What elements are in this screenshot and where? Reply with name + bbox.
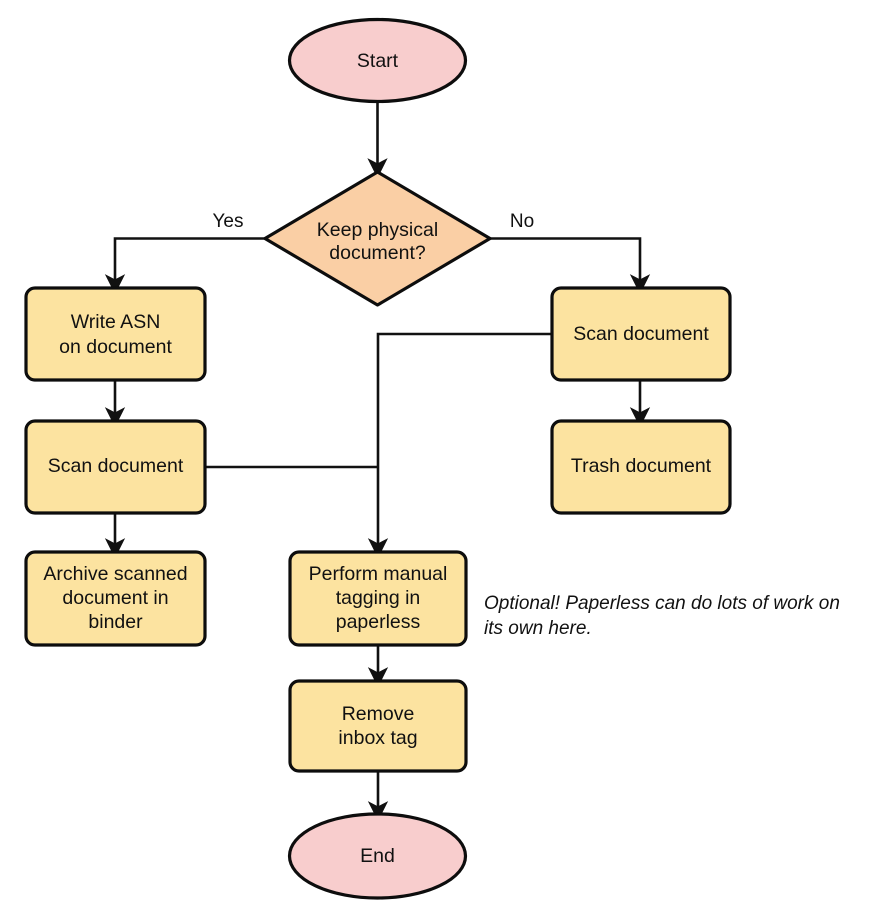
manual-tagging-label-line3: paperless bbox=[336, 611, 421, 633]
edge-label-yes: Yes bbox=[213, 211, 244, 232]
archive-label-line3: binder bbox=[88, 611, 143, 633]
trash-document-label: Trash document bbox=[571, 455, 712, 477]
scan-document-right-label: Scan document bbox=[573, 323, 709, 345]
scan-document-left-box-shape bbox=[24, 419, 207, 515]
node-write-asn-on-document[interactable]: Write ASN on document bbox=[24, 286, 207, 382]
manual-tagging-label-line1: Perform manual bbox=[309, 563, 448, 585]
node-trash-document[interactable]: Trash document bbox=[550, 419, 732, 515]
scan-document-left-label: Scan document bbox=[48, 455, 184, 477]
end-ellipse-shape bbox=[287, 812, 468, 900]
edge-label-no: No bbox=[510, 211, 534, 232]
write-asn-label-line2: on document bbox=[59, 336, 172, 358]
node-remove-inbox-tag[interactable]: Remove inbox tag bbox=[288, 679, 468, 773]
node-start[interactable]: Start bbox=[287, 17, 468, 104]
node-archive-scanned-document-in-binder[interactable]: Archive scanned document in binder bbox=[24, 550, 207, 647]
manual-tagging-box-shape bbox=[288, 550, 468, 647]
archive-box-shape bbox=[24, 550, 207, 647]
node-end[interactable]: End bbox=[287, 812, 468, 900]
node-scan-document-left[interactable]: Scan document bbox=[24, 419, 207, 515]
node-decision-keep-physical-document[interactable]: Keep physical document? bbox=[263, 170, 492, 307]
archive-label-line2: document in bbox=[62, 587, 168, 609]
start-label: Start bbox=[357, 50, 399, 72]
remove-inbox-tag-label-line2: inbox tag bbox=[338, 727, 417, 749]
note-optional-line2: its own here. bbox=[484, 618, 592, 639]
manual-tagging-label-line2: tagging in bbox=[336, 587, 421, 609]
node-perform-manual-tagging[interactable]: Perform manual tagging in paperless bbox=[288, 550, 468, 647]
edge-scan-right-to-manual-tagging bbox=[367, 332, 552, 559]
write-asn-label-line1: Write ASN bbox=[71, 311, 161, 333]
start-ellipse-shape bbox=[287, 17, 468, 104]
decision-label-line1: Keep physical bbox=[317, 219, 438, 241]
remove-inbox-tag-box-shape bbox=[288, 679, 468, 773]
remove-inbox-tag-label-line1: Remove bbox=[342, 703, 415, 725]
node-scan-document-right[interactable]: Scan document bbox=[550, 286, 732, 382]
write-asn-box-shape bbox=[24, 286, 207, 382]
archive-label-line1: Archive scanned bbox=[43, 563, 187, 585]
note-optional-line1: Optional! Paperless can do lots of work … bbox=[484, 593, 840, 614]
edge-decision-no-to-scan-right bbox=[490, 237, 651, 295]
end-label: End bbox=[360, 845, 395, 867]
note-optional-paperless: Optional! Paperless can do lots of work … bbox=[484, 593, 840, 639]
edge-decision-yes-to-write-asn bbox=[104, 237, 265, 295]
trash-document-box-shape bbox=[550, 419, 732, 515]
decision-diamond-shape bbox=[263, 170, 492, 307]
decision-label-line2: document? bbox=[329, 242, 426, 264]
scan-document-right-box-shape bbox=[550, 286, 732, 382]
